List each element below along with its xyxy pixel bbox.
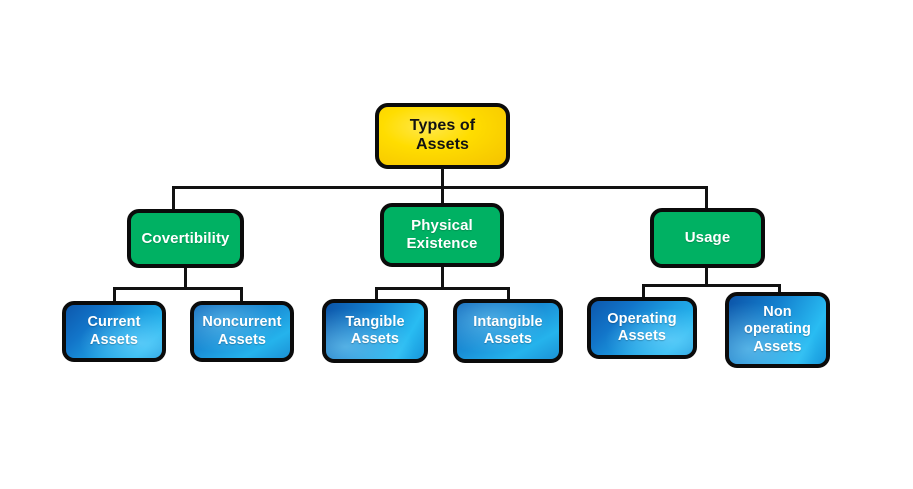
connector-tangible-assets-drop <box>375 287 378 302</box>
node-label: Covertibility <box>141 229 230 247</box>
connector-operating-assets-drop <box>642 284 645 301</box>
node-intangible-assets[interactable]: Intangible Assets <box>453 299 563 363</box>
node-physical-existence[interactable]: Physical Existence <box>380 203 504 267</box>
node-label: Tangible Assets <box>345 313 405 347</box>
connector-branch-1-drop <box>172 186 175 210</box>
node-label: Non operating Assets <box>744 304 811 355</box>
connector-branch-3-drop <box>705 186 708 209</box>
connector-root-stem <box>441 168 444 188</box>
node-noncurrent-assets[interactable]: Noncurrent Assets <box>190 301 294 362</box>
connector-current-assets-drop <box>113 287 116 302</box>
connector-noncurrent-assets-drop <box>240 287 243 302</box>
node-label: Operating Assets <box>607 310 677 344</box>
connector-usage-stem <box>705 268 708 285</box>
node-label: Noncurrent Assets <box>202 314 282 348</box>
connector-intangible-assets-drop <box>507 287 510 302</box>
connector-physical-existence-stem <box>441 267 444 288</box>
node-current-assets[interactable]: Current Assets <box>62 301 166 362</box>
connector-covertibility-stem <box>184 268 187 288</box>
node-non-operating-assets[interactable]: Non operating Assets <box>725 292 830 368</box>
connector-branch-2-drop <box>441 186 444 204</box>
node-types-of-assets[interactable]: Types of Assets <box>375 103 510 169</box>
node-label: Current Assets <box>87 314 141 348</box>
node-label: Types of Assets <box>409 117 476 153</box>
connector-usage-bus <box>642 284 781 287</box>
node-tangible-assets[interactable]: Tangible Assets <box>322 299 428 363</box>
node-label: Physical Existence <box>406 217 478 252</box>
node-label: Intangible Assets <box>473 313 543 347</box>
node-label: Usage <box>684 229 731 247</box>
connector-non-operating-assets-drop <box>778 284 781 294</box>
node-operating-assets[interactable]: Operating Assets <box>587 297 697 359</box>
connector-covertibility-bus <box>113 287 243 290</box>
node-covertibility[interactable]: Covertibility <box>127 209 244 268</box>
connector-level1-bus <box>172 186 707 189</box>
node-usage[interactable]: Usage <box>650 208 765 268</box>
connector-physical-existence-bus <box>375 287 510 290</box>
